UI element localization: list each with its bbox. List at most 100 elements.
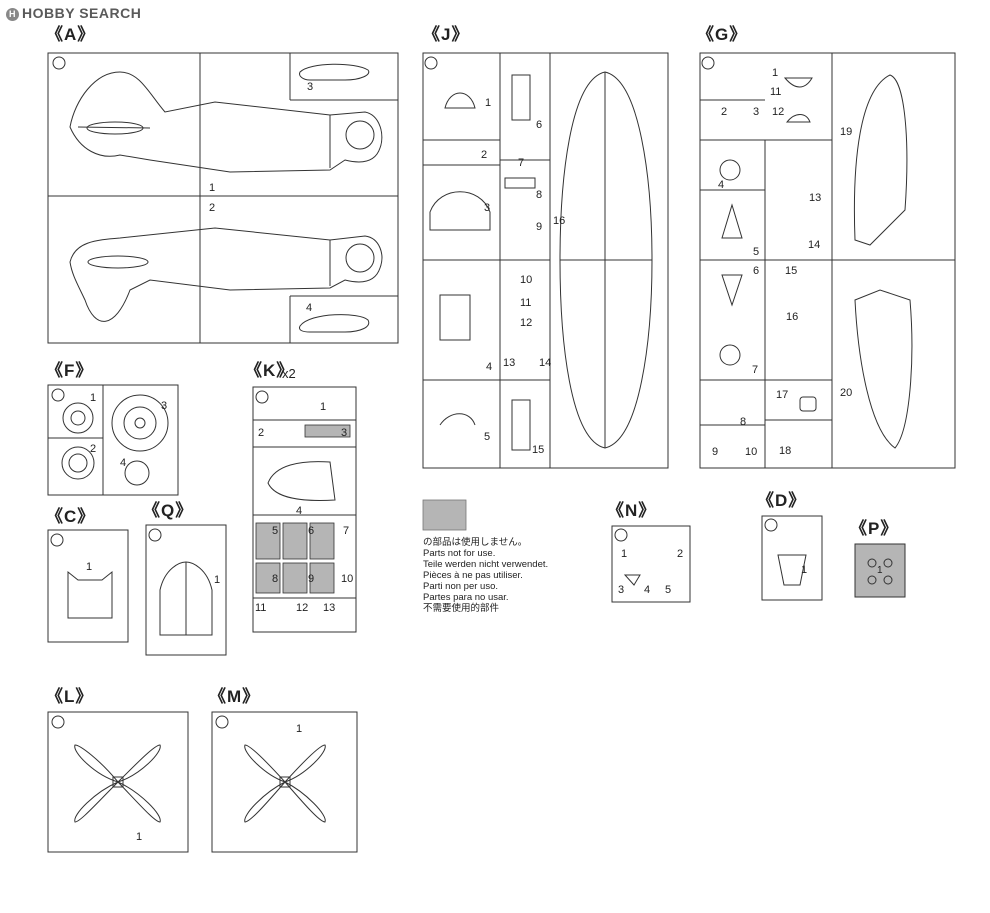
f-parts <box>61 394 169 486</box>
part-l1: 1 <box>136 831 143 843</box>
sprue-n-frame <box>611 525 691 603</box>
part-g14: 14 <box>808 239 821 251</box>
part-a4: 4 <box>306 302 313 314</box>
part-g15: 15 <box>785 265 798 277</box>
part-k1: 1 <box>320 401 327 413</box>
sprue-q-label: 《Q》 <box>143 501 194 520</box>
part-n3: 3 <box>618 584 625 596</box>
part-j3: 3 <box>484 202 491 214</box>
part-g7: 7 <box>752 364 759 376</box>
part-g2: 2 <box>721 106 728 118</box>
sprue-g-frame <box>699 52 956 469</box>
sprue-k-label: 《K》 <box>245 361 295 380</box>
wing-upper-lower <box>559 71 653 449</box>
part-g10: 10 <box>745 446 758 458</box>
part-g8: 8 <box>740 416 747 428</box>
part-k4: 4 <box>296 505 303 517</box>
part-d1: 1 <box>801 564 808 576</box>
sprue-a-frame <box>47 52 399 344</box>
part-n2: 2 <box>677 548 684 560</box>
legend-line-zh: 不需要使用的部件 <box>423 603 500 614</box>
g-parts <box>719 74 913 449</box>
sprue-l-label: 《L》 <box>46 687 94 706</box>
sprue-l-frame <box>47 711 189 853</box>
part-j11: 11 <box>520 297 532 309</box>
fuselage-half-2 <box>69 227 383 322</box>
part-m1: 1 <box>296 723 303 735</box>
part-g9: 9 <box>712 446 719 458</box>
sprue-j-frame <box>422 52 669 469</box>
part-j5: 5 <box>484 431 491 443</box>
part-g6: 6 <box>753 265 760 277</box>
unused-parts-legend: の部品は使用しません。 Parts not for use. Teile wer… <box>423 537 548 614</box>
legend-line-es: Partes para no usar. <box>423 592 509 603</box>
part-n4: 4 <box>644 584 651 596</box>
part-g11: 11 <box>770 86 782 98</box>
part-k5: 5 <box>272 525 279 537</box>
sprue-q-frame <box>145 524 227 656</box>
part-j6: 6 <box>536 119 543 131</box>
legend-line-en: Parts not for use. <box>423 548 496 559</box>
part-k12: 12 <box>296 602 309 614</box>
part-a1: 1 <box>209 182 216 194</box>
part-k3: 3 <box>341 427 348 439</box>
legend-line-ja: の部品は使用しません。 <box>423 537 528 548</box>
part-a2: 2 <box>209 202 216 214</box>
part-k10: 10 <box>341 573 354 585</box>
part-q1: 1 <box>214 574 221 586</box>
part-j14: 14 <box>539 357 552 369</box>
hobby-search-logo-icon: H <box>6 8 19 21</box>
part-j8: 8 <box>536 189 543 201</box>
part-j7: 7 <box>518 157 525 169</box>
part-a3: 3 <box>307 81 314 93</box>
part-g16: 16 <box>786 311 799 323</box>
part-g5: 5 <box>753 246 760 258</box>
legend-line-it: Parti non per uso. <box>423 581 498 592</box>
part-g18: 18 <box>779 445 792 457</box>
sprue-d-frame <box>761 515 823 601</box>
part-j15: 15 <box>532 444 545 456</box>
sprue-k-frame <box>252 386 357 633</box>
sprue-g-label: 《G》 <box>697 25 748 44</box>
part-n1: 1 <box>621 548 628 560</box>
part-k2: 2 <box>258 427 265 439</box>
sprue-f-label: 《F》 <box>46 361 94 380</box>
k-unused-parts <box>255 424 351 594</box>
sprue-n-label: 《N》 <box>607 501 657 520</box>
sprue-m-frame <box>211 711 358 853</box>
part-j1: 1 <box>485 97 492 109</box>
part-g19: 19 <box>840 126 853 138</box>
sprue-c-label: 《C》 <box>46 507 96 526</box>
part-f3: 3 <box>161 400 168 412</box>
part-k11: 11 <box>255 602 267 614</box>
part-c1: 1 <box>86 561 93 573</box>
legend-line-fr: Pièces à ne pas utiliser. <box>423 570 523 581</box>
part-k13: 13 <box>323 602 336 614</box>
part-j10: 10 <box>520 274 533 286</box>
part-f2: 2 <box>90 443 97 455</box>
sprue-a-label: 《A》 <box>46 25 96 44</box>
watermark-text: HOBBY SEARCH <box>22 5 142 21</box>
part-j12: 12 <box>520 317 533 329</box>
part-n5: 5 <box>665 584 672 596</box>
part-j9: 9 <box>536 221 543 233</box>
sprue-c-frame <box>47 529 129 643</box>
drop-tank-part <box>299 63 370 333</box>
unused-parts-swatch <box>422 499 467 531</box>
part-j13: 13 <box>503 357 516 369</box>
part-g20: 20 <box>840 387 853 399</box>
fuselage-half-1 <box>69 71 383 173</box>
part-k6: 6 <box>308 525 315 537</box>
part-g1: 1 <box>772 67 779 79</box>
sprue-j-label: 《J》 <box>423 25 470 44</box>
part-j4: 4 <box>486 361 493 373</box>
part-k8: 8 <box>272 573 279 585</box>
part-p1: 1 <box>877 565 883 576</box>
part-k7: 7 <box>343 525 350 537</box>
sprue-p-label: 《P》 <box>850 519 899 538</box>
sprue-f-frame <box>47 384 179 496</box>
part-f4: 4 <box>120 457 127 469</box>
part-j16: 16 <box>553 215 566 227</box>
